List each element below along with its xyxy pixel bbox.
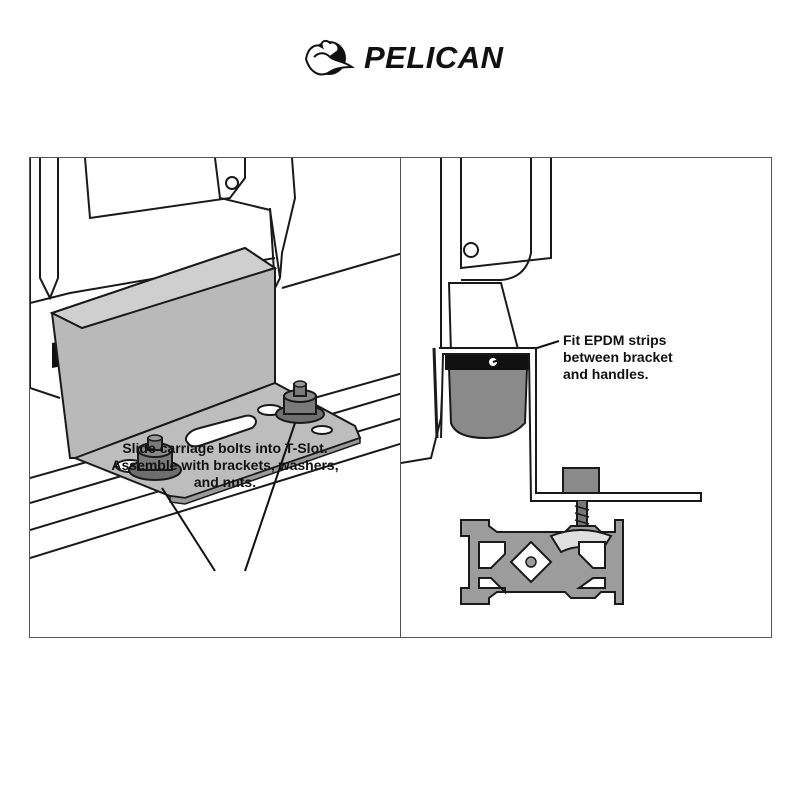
bracket-assembly-caption: Slide carriage bolts into T-Slot. Assemb… bbox=[95, 440, 355, 491]
bracket-assembly-panel bbox=[29, 157, 402, 638]
caption-line: Slide carriage bolts into T-Slot. bbox=[122, 440, 328, 456]
pelican-logo: PELICAN bbox=[300, 34, 510, 82]
caption-line: and handles. bbox=[563, 366, 649, 382]
epdm-strip-caption: Fit EPDM strips between bracket and hand… bbox=[563, 332, 693, 383]
caption-line: Fit EPDM strips bbox=[563, 332, 667, 348]
caption-line: between bracket bbox=[563, 349, 673, 365]
epdm-strip-illustration bbox=[401, 158, 702, 605]
pelican-bird-icon bbox=[304, 39, 356, 76]
caption-line: Assemble with brackets, washers, bbox=[111, 457, 339, 473]
brand-name: PELICAN bbox=[364, 40, 504, 75]
caption-line: and nuts. bbox=[193, 474, 257, 490]
bolt-nut-front bbox=[128, 434, 182, 481]
bolt-nut-back bbox=[275, 380, 325, 424]
epdm-strip-panel bbox=[400, 157, 772, 638]
bracket-assembly-illustration bbox=[30, 158, 401, 572]
